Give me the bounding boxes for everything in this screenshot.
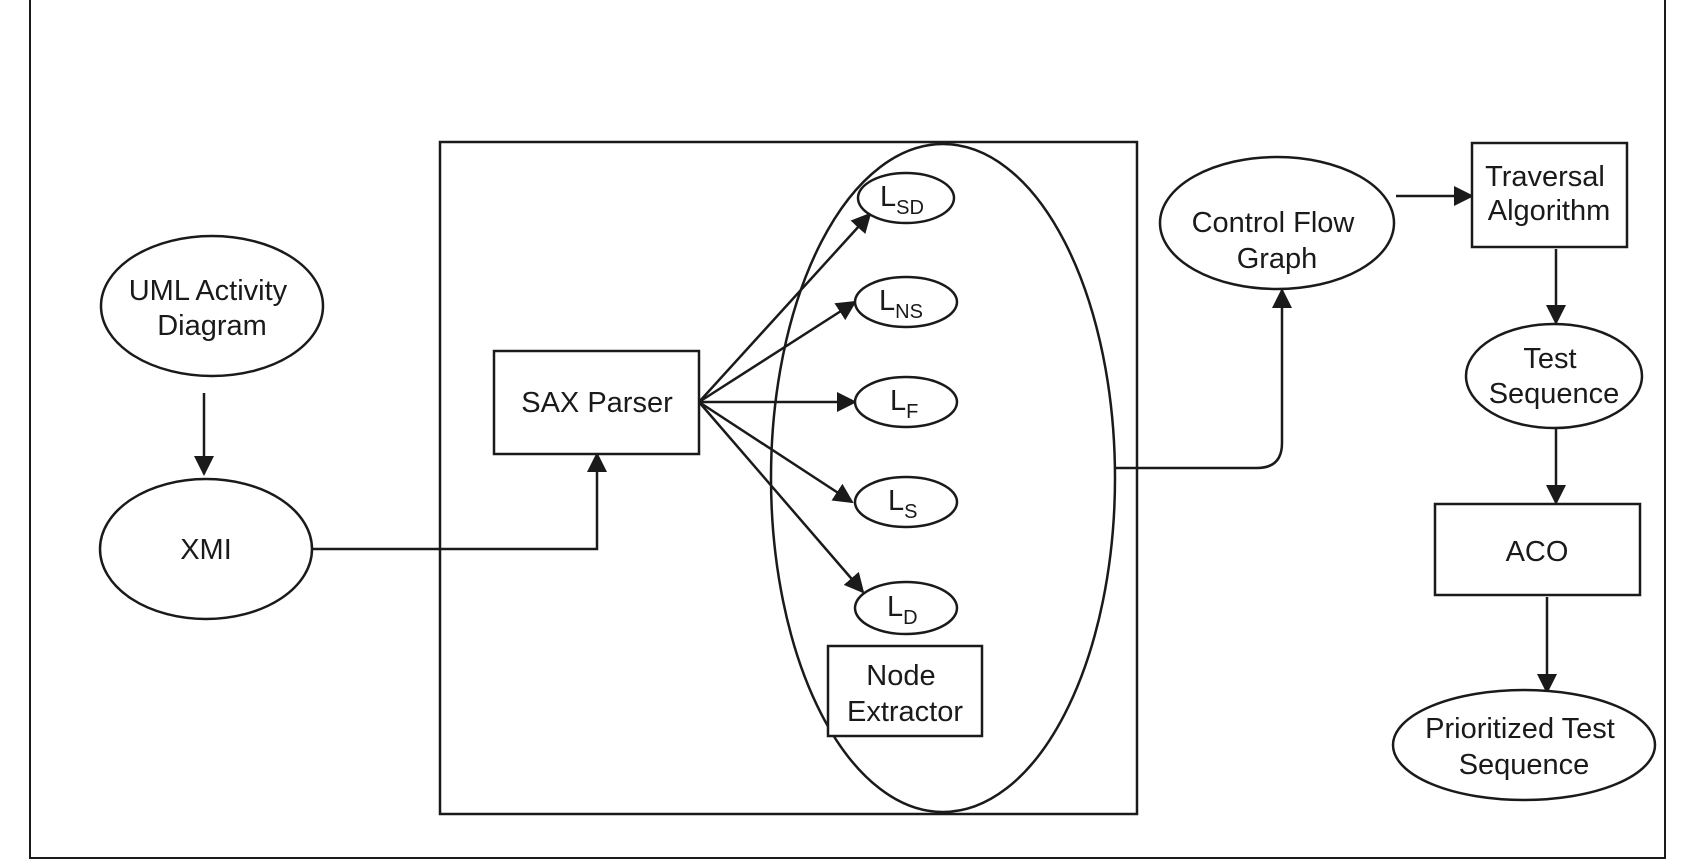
l-ns-subscript: NS [895,301,923,323]
control-flow-graph-label-line1: Control Flow [1192,207,1356,239]
uml-activity-diagram-label-line1: UML Activity [129,275,288,307]
prioritized-test-sequence-label-line1: Prioritized Test [1425,713,1615,745]
node-extractor-label-line2: Extractor [847,696,963,728]
outer-frame [29,0,1666,859]
control-flow-graph-node: Control Flow Graph [1158,155,1396,291]
edges [194,186,1566,694]
l-f-base: L [890,385,906,417]
l-ns-node: LNS [853,275,959,329]
xmi-label: XMI [180,534,232,566]
aco-label: ACO [1506,536,1569,568]
test-sequence-label-line2: Sequence [1489,378,1620,410]
l-f-node: LF [853,375,959,429]
l-d-base: L [887,591,903,623]
prioritized-test-sequence-node: Prioritized Test Sequence [1391,688,1657,802]
uml-activity-diagram-label-line2: Diagram [157,310,267,342]
traversal-algorithm-label-line2: Algorithm [1488,195,1611,227]
svg-text:LF: LF [890,385,918,423]
node-extractor-node: Node Extractor [826,644,984,738]
aco-node: ACO [1433,502,1642,597]
node-extractor-label-line1: Node [866,660,935,692]
l-ns-base: L [879,285,895,317]
l-sd-subscript: SD [896,197,924,219]
svg-text:UML Activity Diagram: UML Activity Diagram [129,275,296,342]
svg-text:Traversal Algorithm: Traversal Algorithm [1485,161,1613,227]
l-s-base: L [888,485,904,517]
uml-activity-diagram-node: UML Activity Diagram [99,234,325,378]
svg-text:LD: LD [887,591,918,629]
prioritized-test-sequence-label-line2: Sequence [1459,749,1590,781]
l-sd-node: LSD [856,171,956,225]
edge-sax-to-ls [698,400,854,504]
l-d-subscript: D [903,607,917,629]
traversal-algorithm-node: Traversal Algorithm [1470,141,1629,249]
test-sequence-label-line1: Test [1523,343,1576,375]
svg-text:Node Extractor: Node Extractor [847,660,963,728]
sax-parser-label: SAX Parser [521,387,673,419]
edge-xmi-to-sax [313,452,607,551]
svg-text:Test Sequence: Test Sequence [1489,343,1620,410]
svg-text:Prioritized Test Sequenc: Prioritized Test Sequence [1425,713,1623,781]
edge-extractor-to-cfg [1115,288,1292,470]
sax-parser-node: SAX Parser [492,349,701,456]
svg-text:LS: LS [888,485,917,523]
svg-text:LSD: LSD [880,181,924,219]
edge-sax-to-lns [698,300,857,404]
control-flow-graph-label-line2: Graph [1237,243,1318,275]
svg-text:LNS: LNS [879,285,923,323]
test-sequence-node: Test Sequence [1464,322,1644,430]
l-d-node: LD [853,580,959,636]
traversal-algorithm-label-line1: Traversal [1485,161,1605,193]
l-f-subscript: F [906,401,918,423]
l-s-subscript: S [904,501,917,523]
l-s-node: LS [853,475,959,529]
svg-text:Control Flow Graph: Control Flow Graph [1192,207,1363,275]
edge-sax-to-ld [698,401,865,594]
edge-sax-to-lsd [698,212,872,403]
l-sd-base: L [880,181,896,213]
xmi-node: XMI [98,477,314,621]
